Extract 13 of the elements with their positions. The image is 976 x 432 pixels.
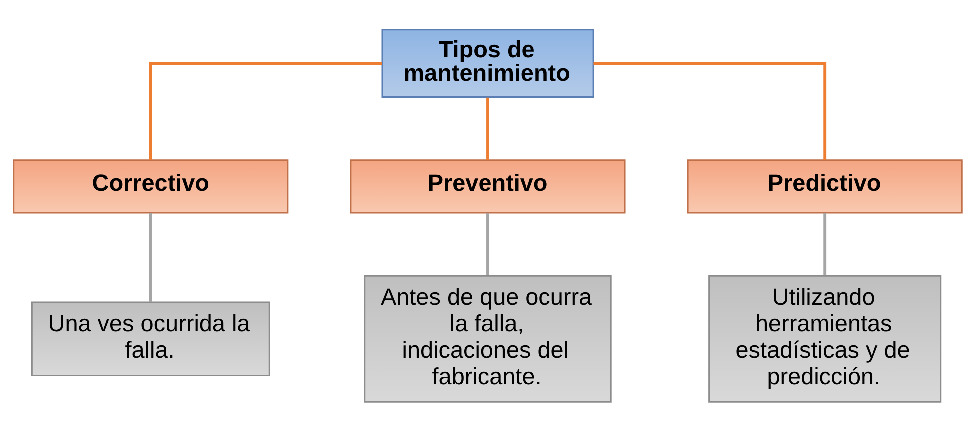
node-box: Antes de que ocurra la falla, indicaciones del fabricante. — [364, 275, 612, 403]
connector — [486, 98, 490, 160]
connector — [486, 213, 490, 276]
connector — [594, 62, 827, 160]
node-box: Utilizando herramientas estadísticas y de predicción. — [708, 275, 942, 403]
node-box: Una ves ocurrida la falla. — [31, 302, 270, 376]
connector — [824, 213, 827, 276]
node-box: Preventivo — [350, 160, 626, 214]
connector — [149, 213, 152, 302]
node-box: Correctivo — [13, 160, 289, 214]
node-box: Predictivo — [687, 160, 963, 214]
connector — [149, 62, 382, 160]
node-box: Tipos de mantenimiento — [382, 29, 594, 98]
